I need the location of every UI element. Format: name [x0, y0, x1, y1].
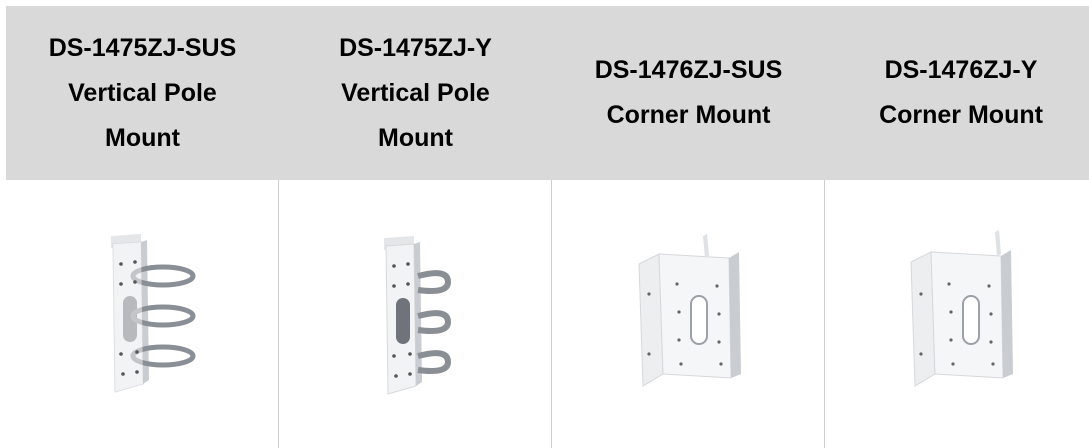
table-image-row	[6, 180, 1089, 448]
product-comparison-table: DS-1475ZJ-SUS Vertical Pole Mount DS-147…	[6, 6, 1089, 448]
image-cell-ds-1476zj-sus	[552, 180, 825, 448]
corner-mount-image	[910, 230, 1013, 387]
image-cell-ds-1476zj-y	[825, 180, 1089, 448]
header-cell-ds-1476zj-y: DS-1476ZJ-Y Corner Mount	[825, 6, 1089, 180]
product-name: Corner Mount	[879, 101, 1043, 129]
column-divider	[824, 180, 825, 448]
corner-mount-image	[637, 234, 741, 387]
image-cell-ds-1475zj-y	[279, 180, 552, 448]
column-divider	[278, 180, 279, 448]
image-cell-ds-1475zj-sus	[6, 180, 279, 448]
header-cell-ds-1475zj-y: DS-1475ZJ-Y Vertical Pole Mount	[279, 6, 552, 180]
vertical-pole-mount-image	[110, 234, 195, 393]
header-cell-ds-1475zj-sus: DS-1475ZJ-SUS Vertical Pole Mount	[6, 6, 279, 180]
model-number: DS-1475ZJ-SUS	[48, 33, 237, 62]
vertical-pole-mount-image	[383, 236, 451, 395]
model-number: DS-1476ZJ-SUS	[594, 56, 783, 84]
table-header-row: DS-1475ZJ-SUS Vertical Pole Mount DS-147…	[6, 6, 1089, 180]
model-number: DS-1476ZJ-Y	[884, 56, 1038, 84]
product-name: Vertical Pole	[68, 78, 217, 107]
model-number: DS-1475ZJ-Y	[339, 33, 492, 62]
column-divider	[551, 180, 552, 448]
product-name: Vertical Pole	[341, 78, 490, 107]
product-name: Corner Mount	[606, 101, 771, 129]
header-cell-ds-1476zj-sus: DS-1476ZJ-SUS Corner Mount	[552, 6, 825, 180]
product-name: Mount	[378, 123, 453, 152]
product-name: Mount	[105, 123, 180, 152]
